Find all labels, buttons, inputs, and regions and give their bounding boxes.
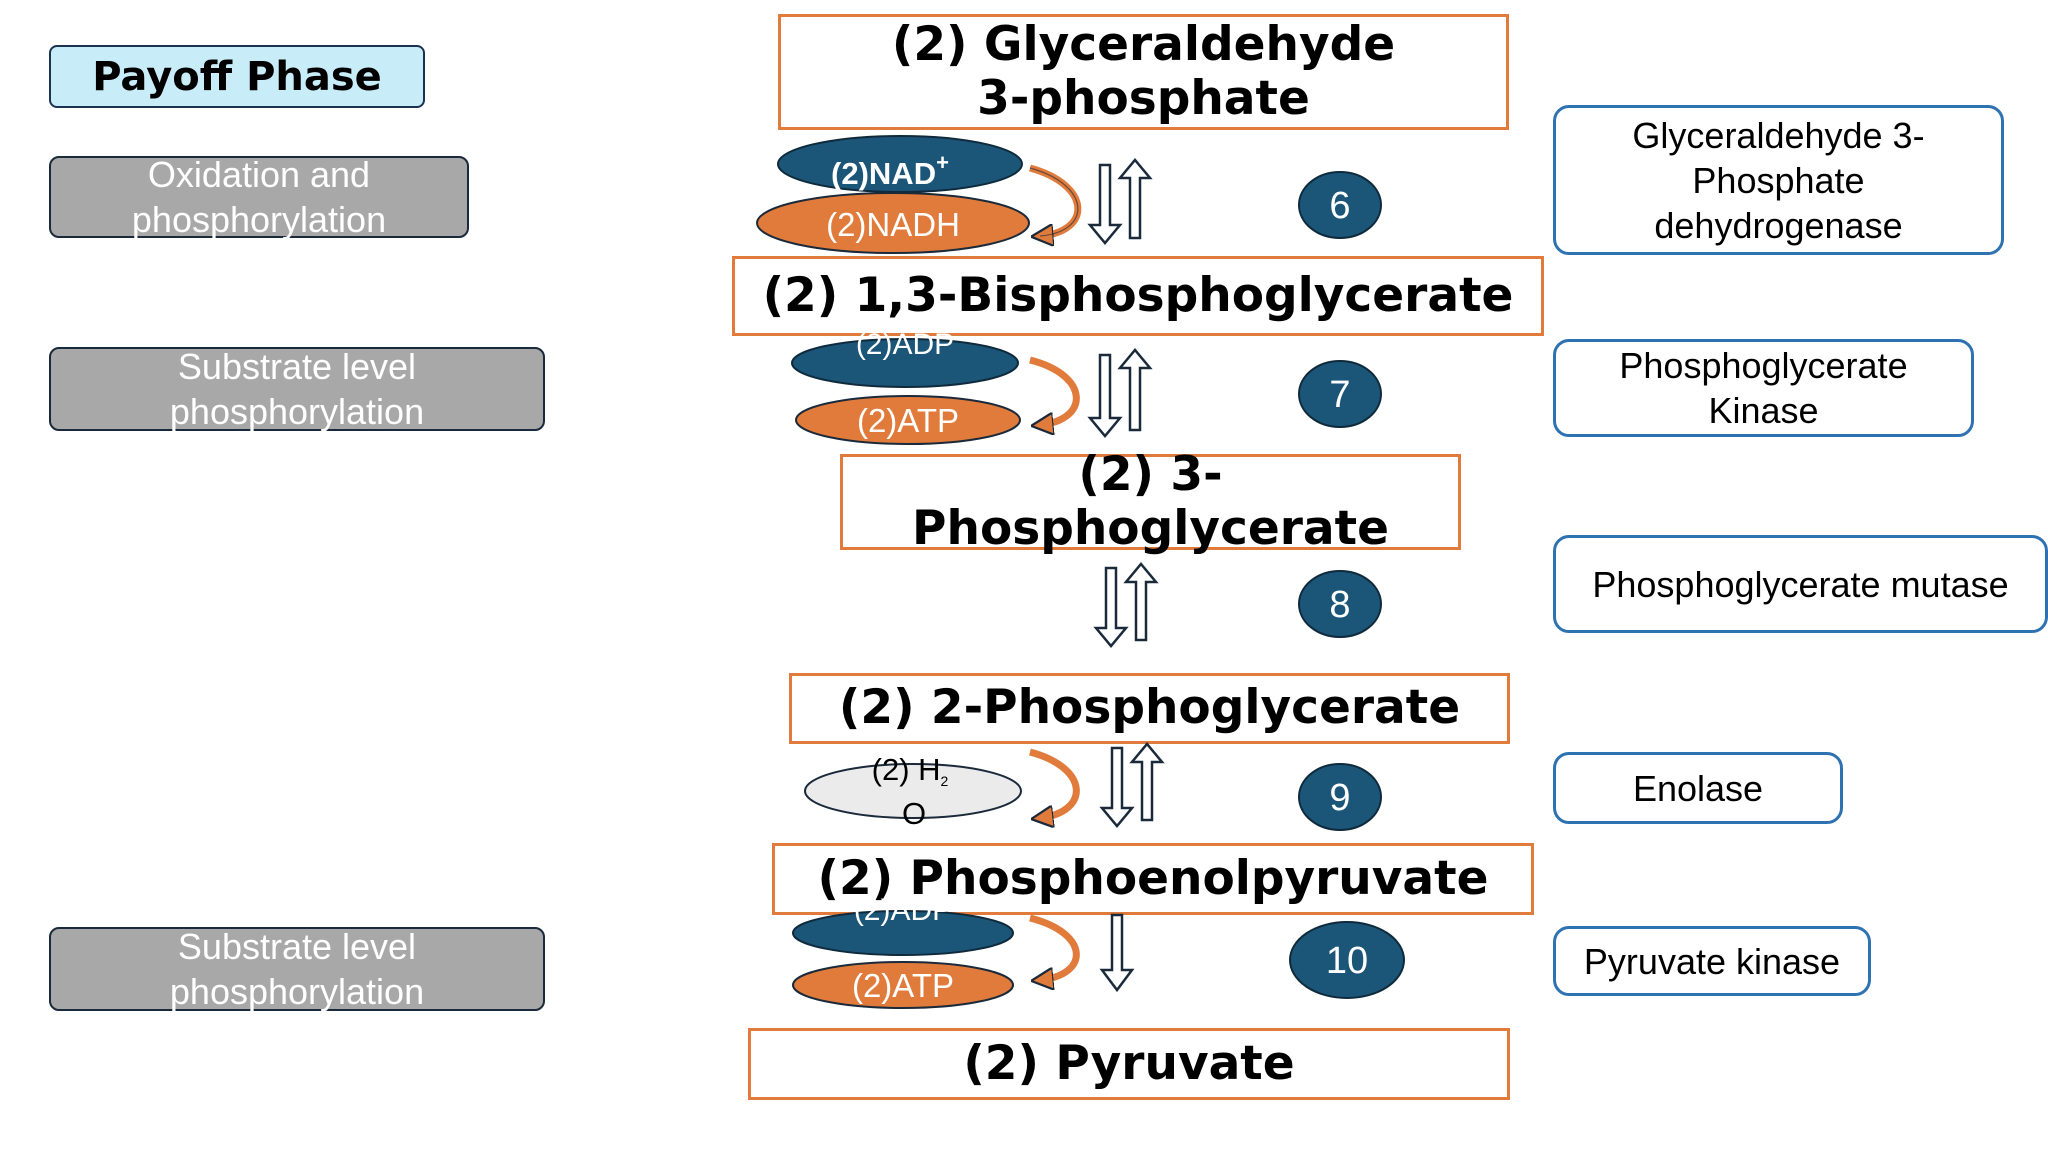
- curved-arrow-10: [1029, 914, 1080, 980]
- phase-label: Payoff Phase: [49, 45, 425, 108]
- step-6: 6: [1298, 171, 1382, 239]
- curved-arrow-9: [1029, 748, 1080, 818]
- phase-label-text: Payoff Phase: [92, 53, 382, 100]
- compound-2-phosphoglycerate-text: (2) 2-Phosphoglycerate: [838, 680, 1461, 736]
- reversible-arrow-6: [1087, 158, 1153, 245]
- cofactor-nad-label: (2)NAD: [831, 156, 936, 191]
- reversible-arrow-9: [1099, 742, 1165, 828]
- cofactor-atp-1-label: (2)ATP: [857, 402, 959, 439]
- compound-glyceraldehyde-3-phosphate: (2) Glyceraldehyde 3-phosphate: [778, 14, 1509, 130]
- compound-3-phosphoglycerate-text: (2) 3-Phosphoglycerate: [912, 446, 1389, 556]
- svg-text:(2)NAD+: (2)NAD+: [831, 150, 949, 191]
- compound-3-phosphoglycerate: (2) 3-Phosphoglycerate: [840, 447, 1461, 556]
- curved-arrow-6: [1029, 164, 1082, 236]
- process-label-substrate-1: Substrate level phosphorylation: [49, 346, 545, 432]
- reversible-arrow-8: [1093, 562, 1159, 648]
- cofactor-water-label: (2) H2: [872, 752, 949, 789]
- cofactor-adp-1-label: (2)ADP: [856, 328, 954, 361]
- process-label-substrate-1-text: Substrate level phosphorylation: [169, 346, 425, 432]
- cofactor-water-subscript: 2: [941, 773, 949, 789]
- cofactor-atp-2-label: (2)ATP: [852, 967, 954, 1004]
- cofactor-nad-superscript: +: [936, 150, 949, 175]
- step-6-number: 6: [1329, 185, 1350, 227]
- cofactor-adp-2: (2)ADP: [792, 894, 1014, 956]
- compound-glyceraldehyde-3-phosphate-text: (2) Glyceraldehyde 3-phosphate: [891, 16, 1396, 126]
- compound-pyruvate-text: (2) Pyruvate: [963, 1035, 1295, 1091]
- cofactor-atp-2: (2)ATP: [792, 961, 1014, 1009]
- compound-1-3-bisphosphoglycerate-text: (2) 1,3-Bisphosphoglycerate: [762, 267, 1514, 323]
- cofactor-atp-1: (2)ATP: [795, 395, 1021, 445]
- cofactor-nadh: (2)NADH: [756, 192, 1030, 254]
- reversible-arrow-7: [1087, 348, 1153, 438]
- curved-arrow-6-outline: [1029, 167, 1079, 237]
- step-7-number: 7: [1329, 374, 1350, 416]
- compound-pyruvate: (2) Pyruvate: [748, 1028, 1510, 1100]
- compound-phosphoenolpyruvate-text: (2) Phosphoenolpyruvate: [817, 850, 1489, 906]
- compound-2-phosphoglycerate: (2) 2-Phosphoglycerate: [789, 673, 1510, 744]
- process-label-substrate-2-text: Substrate level phosphorylation: [169, 926, 425, 1012]
- cofactor-water: (2) H2 O: [804, 752, 1022, 831]
- step-9: 9: [1298, 763, 1382, 831]
- cofactor-adp-2-label: (2)ADP: [854, 894, 952, 927]
- curved-arrow-7: [1029, 356, 1080, 425]
- enzyme-pyruvate-kinase: Pyruvate kinase: [1553, 926, 1871, 996]
- enzyme-phosphoglycerate-kinase: Phosphoglycerate Kinase: [1553, 339, 1974, 437]
- cofactor-water-h: (2) H: [872, 752, 941, 787]
- cofactor-adp-1: (2)ADP: [791, 328, 1019, 388]
- compound-phosphoenolpyruvate: (2) Phosphoenolpyruvate: [772, 843, 1534, 915]
- irreversible-arrow-10: [1099, 913, 1135, 993]
- enzyme-9-label: Enolase: [1632, 767, 1764, 809]
- enzyme-phosphoglycerate-mutase: Phosphoglycerate mutase: [1553, 535, 2048, 633]
- enzyme-8-label: Phosphoglycerate mutase: [1592, 563, 2009, 605]
- enzyme-6-label: Glyceraldehyde 3-Phosphate dehydrogenase: [1632, 114, 1925, 246]
- step-9-number: 9: [1329, 777, 1350, 819]
- step-7: 7: [1298, 360, 1382, 428]
- enzyme-enolase: Enolase: [1553, 752, 1843, 824]
- step-8: 8: [1298, 570, 1382, 638]
- process-label-substrate-2: Substrate level phosphorylation: [49, 926, 545, 1012]
- step-8-number: 8: [1329, 584, 1350, 626]
- process-label-oxidation: Oxidation and phosphorylation: [49, 154, 469, 240]
- enzyme-glyceraldehyde-3-phosphate-dehydrogenase: Glyceraldehyde 3-Phosphate dehydrogenase: [1553, 105, 2004, 255]
- compound-1-3-bisphosphoglycerate: (2) 1,3-Bisphosphoglycerate: [732, 256, 1544, 336]
- step-10-number: 10: [1326, 940, 1368, 982]
- enzyme-7-label: Phosphoglycerate Kinase: [1619, 345, 1908, 431]
- cofactor-nad: (2)NAD+: [777, 135, 1023, 193]
- step-10: 10: [1289, 921, 1405, 999]
- cofactor-nadh-label: (2)NADH: [826, 206, 960, 243]
- process-label-oxidation-text: Oxidation and phosphorylation: [131, 154, 387, 240]
- enzyme-10-label: Pyruvate kinase: [1583, 940, 1841, 982]
- cofactor-water-o: O: [902, 796, 926, 831]
